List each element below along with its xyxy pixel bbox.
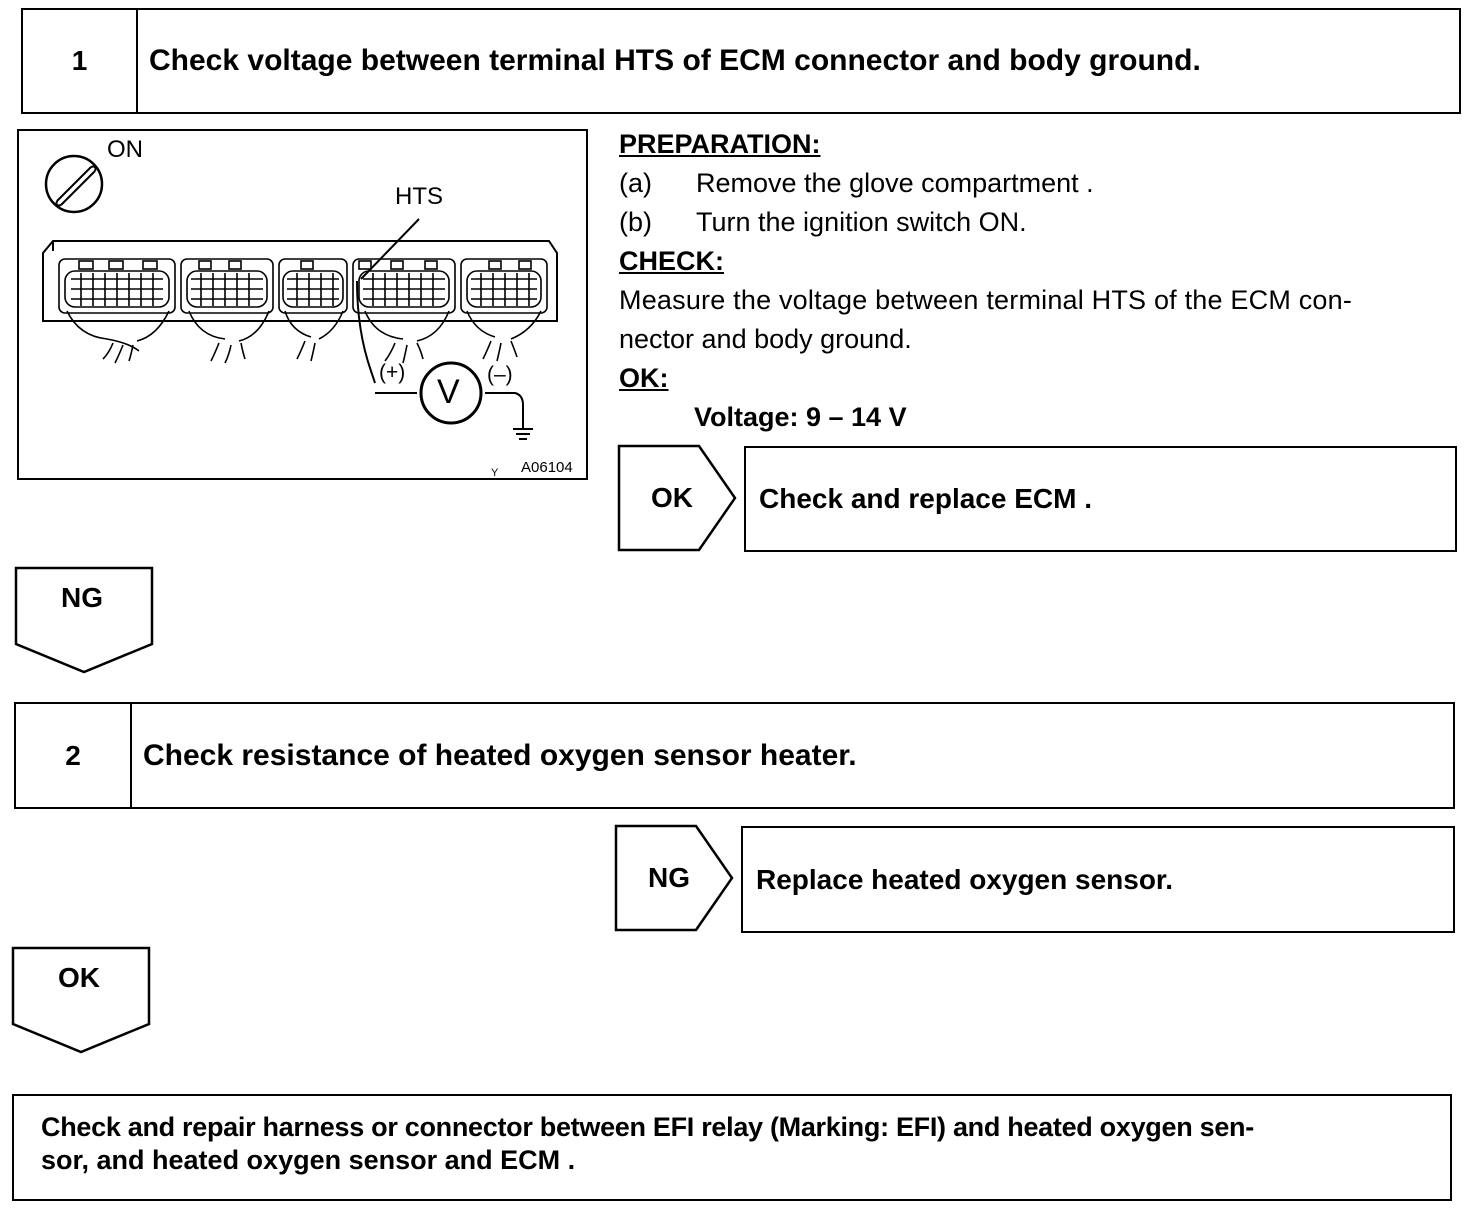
prep-step-a-text: Remove the glove compartment . [696, 168, 1094, 198]
step-1-title: Check voltage between terminal HTS of EC… [149, 44, 1201, 77]
step-2-number: 2 [16, 704, 132, 807]
preparation-heading: PREPARATION: [619, 129, 821, 159]
prep-step-a-label: (a) [619, 168, 652, 198]
positive-probe-label: (+) [379, 361, 406, 384]
final-action-line1: Check and repair harness or connector be… [41, 1112, 1254, 1142]
prep-step-b-label: (b) [619, 207, 652, 237]
figure-code-prefix: Y [491, 467, 499, 479]
ok-arrow-down-2 [11, 946, 151, 1054]
ng-arrow-right-2 [614, 824, 734, 932]
step-2-box: 2 Check resistance of heated oxygen sens… [14, 702, 1455, 809]
voltmeter-icon [419, 361, 483, 425]
figure-code: A06104 [521, 459, 573, 476]
instructions: PREPARATION: (a) Remove the glove compar… [619, 125, 1469, 437]
result-2-ng-tag: NG [648, 862, 690, 893]
step-2-title: Check resistance of heated oxygen sensor… [143, 738, 857, 772]
wire-harness [66, 310, 542, 364]
hts-label: HTS [395, 183, 443, 210]
result-1-ok-tag: OK [651, 482, 693, 513]
prep-step-b-text: Turn the ignition switch ON. [696, 207, 1027, 237]
prep-step-a: (a) Remove the glove compartment . [619, 164, 1469, 203]
check-heading: CHECK: [619, 246, 724, 276]
result-1-ok-action: Check and replace ECM . [744, 446, 1457, 552]
ng-arrow-down-1 [14, 566, 154, 674]
result-1-ng-tag: NG [61, 582, 103, 613]
ignition-key-icon [44, 154, 104, 214]
result-2-ng-action: Replace heated oxygen sensor. [741, 826, 1455, 933]
result-2-ok-tag: OK [58, 962, 100, 993]
ignition-on-label: ON [107, 136, 143, 163]
check-text-line2: nector and body ground. [619, 324, 912, 354]
voltmeter-symbol: V [437, 373, 460, 411]
step-1-box: 1 Check voltage between terminal HTS of … [21, 8, 1461, 114]
ecm-connector-diagram [42, 154, 558, 440]
meter-wiring [356, 218, 533, 440]
connector-blocks [58, 258, 548, 314]
ok-spec: Voltage: 9 – 14 V [694, 402, 907, 432]
final-action-box: Check and repair harness or connector be… [12, 1094, 1452, 1201]
prep-step-b: (b) Turn the ignition switch ON. [619, 203, 1469, 242]
step-1-number: 1 [23, 10, 138, 112]
connector-figure: ON HTS V (+) (–) Y A06104 [17, 129, 588, 480]
check-text-line1: Measure the voltage between terminal HTS… [619, 285, 1353, 315]
ok-heading: OK: [619, 363, 669, 393]
final-action-line2: sor, and heated oxygen sensor and ECM . [41, 1145, 576, 1175]
negative-probe-label: (–) [487, 363, 513, 386]
ok-arrow-right-1 [617, 444, 737, 552]
ecm-housing [42, 240, 558, 322]
